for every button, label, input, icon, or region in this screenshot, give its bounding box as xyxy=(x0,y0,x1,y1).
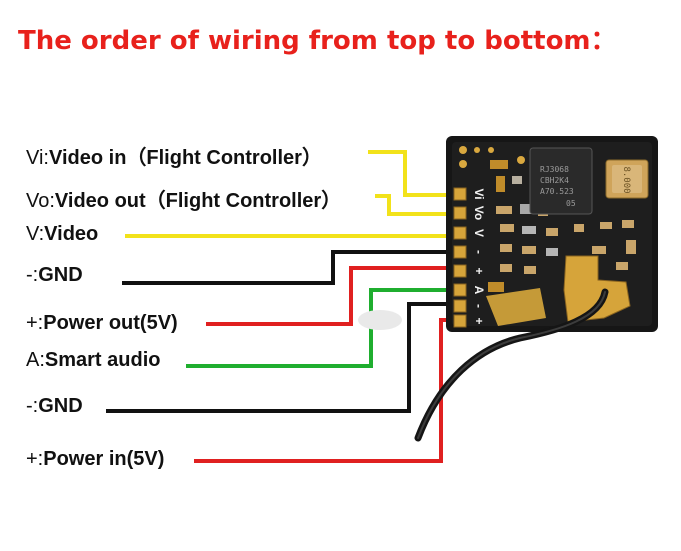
diagram-title: The order of wiring from top to bottom： xyxy=(18,26,617,56)
chip-text-2: CBH2K4 xyxy=(540,176,569,185)
pin-label-vi: Vi xyxy=(472,188,486,199)
pin-label-smart-audio: A xyxy=(472,286,486,295)
wire-gnd-1 xyxy=(122,250,449,285)
wire-gnd-2 xyxy=(106,302,449,413)
crystal: 8.000 xyxy=(605,159,649,199)
label-power-out: +:Power out(5V) xyxy=(26,312,178,334)
chip-text-1: RJ3068 xyxy=(540,165,569,174)
pin-label-gnd-2: - xyxy=(472,304,486,308)
pin-label-v: V xyxy=(472,229,486,237)
antenna-pad xyxy=(563,255,631,323)
corner-pads xyxy=(459,146,525,192)
label-power-in: +:Power in(5V) xyxy=(26,448,165,470)
main-ic: RJ3068 CBH2K4 A70.523 05 xyxy=(529,147,593,215)
label-video: V:Video xyxy=(26,223,99,245)
pin-label-vo: Vo xyxy=(472,206,486,220)
pin-label-power-in: + xyxy=(472,317,486,324)
chip-text-3: A70.523 xyxy=(540,187,574,196)
wire-power-out xyxy=(206,266,449,326)
pin-label-power-out: + xyxy=(472,267,486,274)
label-video-in: Vi:Video in（Flight Controller） xyxy=(26,147,322,169)
wire-video-in xyxy=(368,150,449,197)
label-video-out: Vo:Video out（Flight Controller） xyxy=(26,190,342,212)
wire-video-out xyxy=(375,194,449,216)
ground-pad xyxy=(486,288,546,326)
label-smart-audio: A:Smart audio xyxy=(26,349,161,371)
vtx-board: Vi Vo V - + A - + xyxy=(446,136,658,332)
pin-pads xyxy=(453,187,467,328)
label-gnd-1: -:GND xyxy=(26,264,83,286)
pin-label-gnd-1: - xyxy=(472,250,486,254)
label-gnd-2: -:GND xyxy=(26,395,83,417)
chip-text-4: 05 xyxy=(566,199,576,208)
crystal-text: 8.000 xyxy=(621,166,631,193)
board-shadow xyxy=(358,310,402,330)
